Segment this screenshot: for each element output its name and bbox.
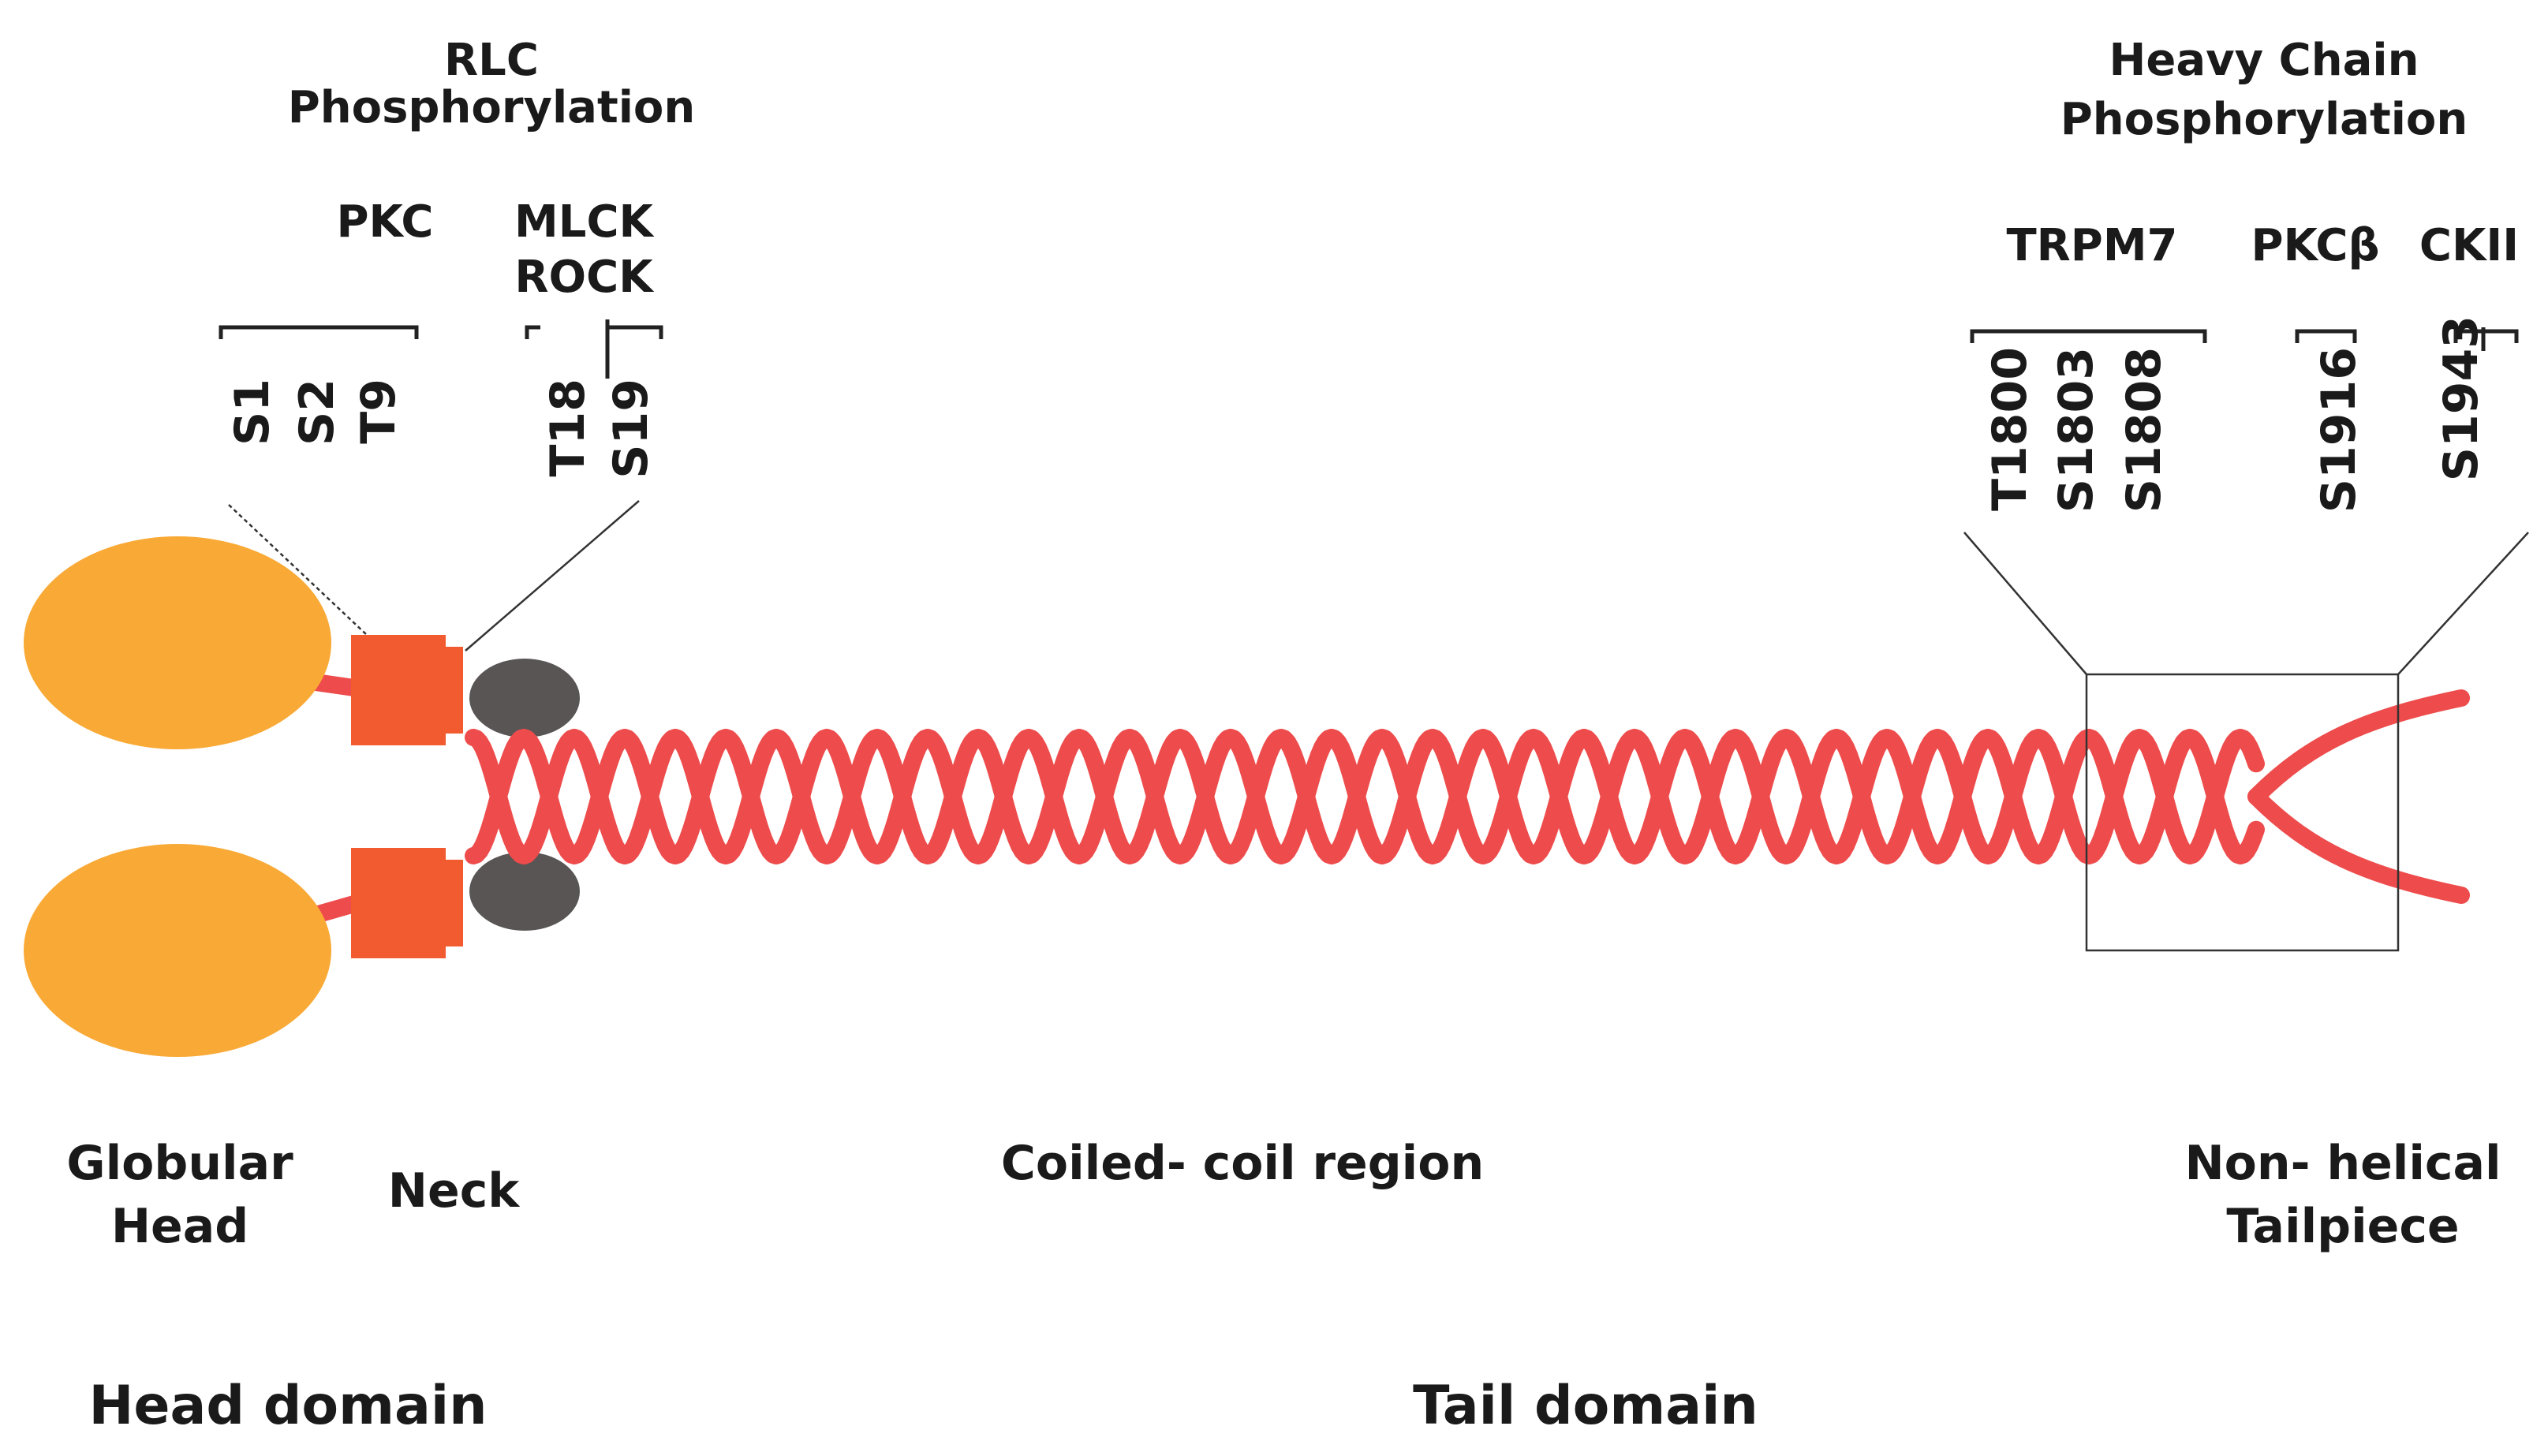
- rock-label: ROCK: [514, 252, 655, 303]
- head-domain-label: Head domain: [88, 1375, 487, 1437]
- heavy-chain-annotation: Heavy Chain Phosphorylation TRPM7 PKCβ C…: [1970, 35, 2519, 513]
- globular-head-upper: [24, 536, 331, 749]
- tailpiece-label-line1: Non- helical: [2184, 1136, 2501, 1191]
- site-t1800: T1800: [1982, 347, 2038, 511]
- site-s1943: S1943: [2434, 315, 2489, 481]
- pkcb-label: PKCβ: [2251, 220, 2379, 271]
- light-chain-upper: [469, 659, 580, 737]
- tailpiece-upper: [2247, 689, 2470, 805]
- tail-zoom-box: [1963, 532, 2529, 952]
- mlck-rock-bracket: [525, 319, 663, 379]
- region-labels: Globular Head Neck Coiled- coil region N…: [66, 1136, 2501, 1254]
- site-s1: S1: [225, 379, 280, 446]
- site-s2: S2: [290, 379, 345, 446]
- globular-head-label-line1: Globular: [66, 1136, 293, 1191]
- ckii-label: CKII: [2419, 220, 2519, 271]
- pkc-bracket: [219, 325, 419, 339]
- rlc-title-line2: Phosphorylation: [288, 82, 696, 133]
- tailpiece-lower: [2247, 788, 2470, 904]
- trpm7-label: TRPM7: [2006, 220, 2177, 271]
- tail-domain-label: Tail domain: [1413, 1375, 1758, 1437]
- coiled-coil-strand-b: [465, 729, 2265, 864]
- ckii-bracket: [2453, 327, 2519, 351]
- heavy-title-line1: Heavy Chain: [2109, 35, 2419, 86]
- site-t18: T18: [540, 379, 596, 476]
- rlc-title-line1: RLC: [444, 35, 539, 86]
- site-s1808: S1808: [2116, 347, 2172, 513]
- rlc-annotation: RLC Phosphorylation PKC MLCK ROCK S1 S2 …: [219, 35, 696, 651]
- rlc-leader-left: [228, 504, 368, 636]
- rlc-leader-right: [465, 500, 640, 651]
- site-s19: S19: [603, 379, 659, 479]
- light-chain-lower: [469, 852, 580, 931]
- neck-block-lower: [351, 848, 463, 958]
- tailpiece-label-line2: Tailpiece: [2226, 1199, 2459, 1254]
- site-s1916: S1916: [2311, 347, 2367, 513]
- globular-head-lower: [24, 844, 331, 1057]
- mlck-label: MLCK: [514, 196, 656, 248]
- neck-label: Neck: [388, 1163, 521, 1219]
- domain-labels: Head domain Tail domain: [88, 1375, 1758, 1437]
- neck-block-upper: [351, 635, 463, 745]
- site-s1803: S1803: [2049, 347, 2104, 513]
- coiled-coil-label: Coiled- coil region: [1001, 1136, 1484, 1191]
- globular-head-label-line2: Head: [111, 1199, 248, 1254]
- pkcb-bracket: [2295, 329, 2357, 343]
- trpm7-bracket: [1970, 329, 2207, 343]
- heavy-title-line2: Phosphorylation: [2060, 94, 2468, 145]
- site-t9: T9: [351, 379, 406, 444]
- myosin-molecule: [24, 536, 2470, 1057]
- pkc-label: PKC: [336, 196, 433, 248]
